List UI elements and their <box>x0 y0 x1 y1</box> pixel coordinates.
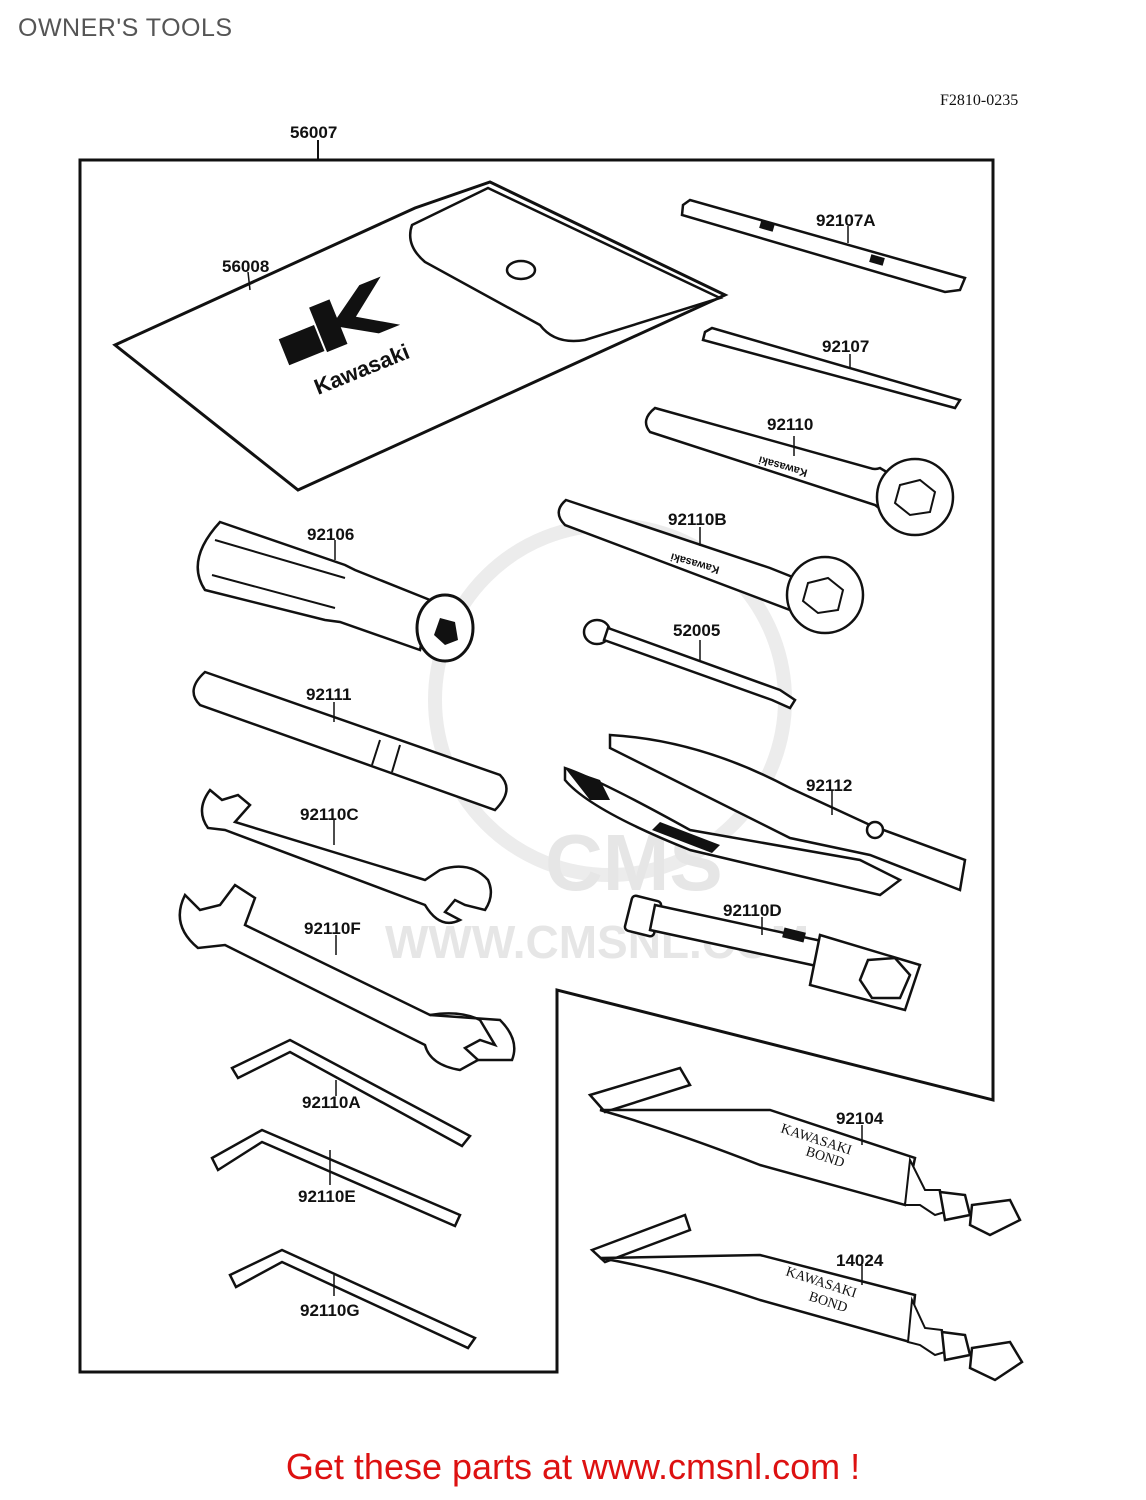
label-92107: 92107 <box>822 337 869 356</box>
screwdriver-92107 <box>701 326 962 410</box>
kit-boundary <box>78 158 995 1374</box>
pin-52005 <box>582 618 797 710</box>
handle-92106 <box>196 520 475 663</box>
label-92111: 92111 <box>306 685 351 704</box>
label-92110a: 92110A <box>302 1093 361 1112</box>
wrench-92110c <box>200 788 493 925</box>
figure-code: F2810-0235 <box>940 92 1019 109</box>
hex-key-92110a <box>230 1038 472 1148</box>
label-56008: 56008 <box>222 257 269 276</box>
bond-tube-92104: KAWASAKI BOND <box>587 1066 1022 1237</box>
label-92110b: 92110B <box>668 510 727 529</box>
box-wrench-92110d <box>623 894 922 1012</box>
label-92110: 92110 <box>767 415 813 434</box>
label-92110d: 92110D <box>723 901 782 920</box>
label-92110e: 92110E <box>298 1187 356 1206</box>
label-92107a: 92107A <box>816 211 876 230</box>
label-14024: 14024 <box>836 1251 884 1270</box>
page-title: OWNER'S TOOLS <box>18 14 233 42</box>
label-92110f: 92110F <box>304 919 361 938</box>
label-92112: 92112 <box>806 776 852 795</box>
tool-bag-56008: Kawasaki <box>112 180 729 492</box>
pliers-92112 <box>563 733 967 897</box>
wrench-92110f <box>178 883 516 1072</box>
screwdriver-92107a <box>680 198 967 294</box>
label-92110c: 92110C <box>300 805 359 824</box>
hex-key-92110g <box>228 1248 477 1350</box>
get-parts-link[interactable]: Get these parts at www.cmsnl.com ! <box>285 1446 861 1487</box>
label-56007: 56007 <box>290 123 337 142</box>
label-92110g: 92110G <box>300 1301 360 1320</box>
wrench-92110: Kawasaki <box>644 406 955 537</box>
extension-92111 <box>192 670 508 812</box>
hex-key-92110e <box>210 1128 462 1228</box>
bond-tube-14024: KAWASAKI BOND <box>589 1213 1024 1382</box>
label-52005: 52005 <box>673 621 720 640</box>
label-92104: 92104 <box>836 1109 884 1128</box>
wrench-92110b: Kawasaki <box>557 498 865 635</box>
label-92106: 92106 <box>307 525 354 544</box>
